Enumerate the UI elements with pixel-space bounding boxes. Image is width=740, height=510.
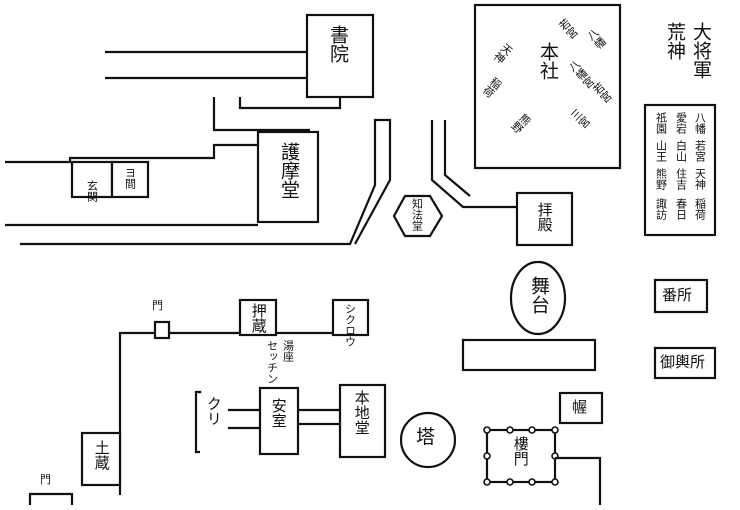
romon-gate <box>485 428 557 484</box>
subshrine-col8: 春日 <box>674 198 688 220</box>
gomado-building <box>256 130 320 224</box>
subshrine-col12: 諏訪 <box>654 198 668 220</box>
corridor-line <box>238 97 342 110</box>
honsha-label: 本社 <box>536 42 559 80</box>
gate-mon <box>153 320 171 340</box>
banjo-label: 番所 <box>662 286 693 304</box>
subshrine-col6: 白山 <box>674 140 688 162</box>
corridor-line <box>430 120 517 209</box>
subshrine-col11: 熊野 <box>654 168 668 190</box>
haiden-label: 拝殿 <box>535 202 554 232</box>
honjido-label: 本地堂 <box>352 390 371 435</box>
daishogun-label: 大将軍 <box>689 22 712 79</box>
pagoda-circle <box>399 411 457 469</box>
shikuro-building <box>331 298 370 337</box>
genkan-label: 玄関 <box>85 180 99 202</box>
oshikura-label: 押蔵 <box>249 303 268 333</box>
corridor-line <box>20 118 392 246</box>
butai-stage <box>509 260 567 336</box>
gate-mon-lower-label: 門 <box>40 473 51 486</box>
mikoshijo-building <box>653 346 717 380</box>
pagoda-label: 塔 <box>416 426 436 448</box>
romon-label: 樓門 <box>511 436 530 466</box>
anshitsu-building <box>258 386 300 456</box>
enclosure-wall <box>118 331 155 495</box>
anshitsu-label: 安室 <box>269 398 288 428</box>
yuza-label: 湯座 <box>281 340 295 362</box>
corridor-line <box>5 143 258 164</box>
subshrine-col1: 八幡 <box>693 112 707 134</box>
mikoshijo-label: 御輿所 <box>660 353 706 371</box>
subshrine-col9: 祇園 <box>654 112 668 134</box>
banjo-building <box>653 278 709 314</box>
butai-label: 舞台 <box>527 276 550 314</box>
honjido-building <box>338 383 387 459</box>
subshrine-col4: 稲荷 <box>693 198 707 220</box>
kuri-label: クリ <box>204 396 223 426</box>
chishodo-hexagon <box>392 194 444 238</box>
subshrine-col3: 天神 <box>693 168 707 190</box>
shikuro-label: シクロウ <box>343 303 357 347</box>
subshrine-col5: 愛宕 <box>674 112 688 134</box>
long-gallery <box>461 338 597 372</box>
corridor-line <box>212 97 310 132</box>
dozo-label: 土蔵 <box>92 440 111 470</box>
honsha-compound <box>473 3 622 170</box>
shoin-building <box>305 13 375 99</box>
gate-mon-label: 門 <box>152 299 163 312</box>
oshikura-building <box>238 298 278 337</box>
subshrine-col2: 若宮 <box>693 140 707 162</box>
gate-mon-lower <box>28 492 74 505</box>
subshrine-col10: 山王 <box>654 140 668 162</box>
gomado-label: 護摩堂 <box>277 142 300 199</box>
kuri-outline <box>194 390 200 454</box>
corridor-line <box>443 120 471 197</box>
shoin-label: 書院 <box>326 25 349 63</box>
dozo-building <box>80 431 122 487</box>
kojin-label: 荒神 <box>663 22 686 60</box>
te-ma-room <box>110 160 150 199</box>
subshrine-block <box>643 103 717 237</box>
romon-posts <box>483 426 559 486</box>
hata-building <box>558 391 604 425</box>
te-ma-label: ヨ間 <box>123 167 137 189</box>
hata-label: 幄 <box>572 398 588 416</box>
haiden-building <box>515 191 574 247</box>
subshrine-col7: 住吉 <box>674 168 688 190</box>
chishodo-label: 知法堂 <box>410 198 424 231</box>
settin-label: セッチン <box>265 340 279 384</box>
enclosure-wall <box>555 456 602 505</box>
